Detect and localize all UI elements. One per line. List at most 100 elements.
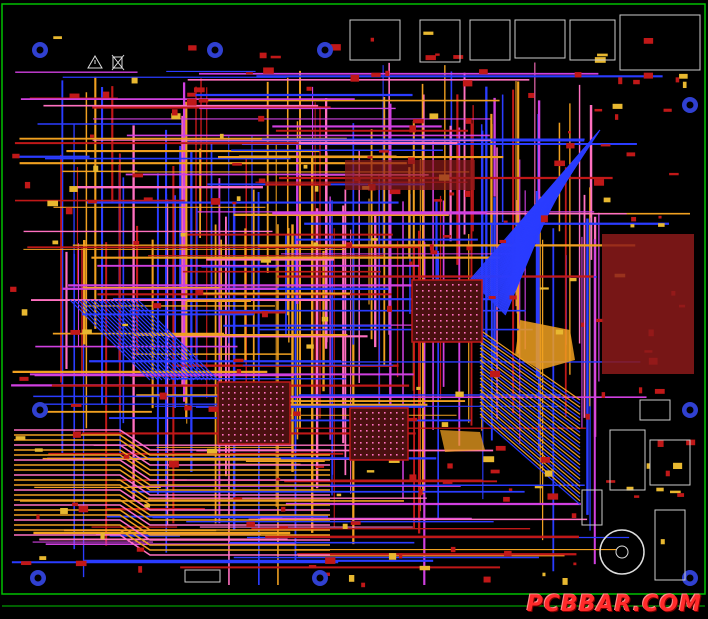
smd-component bbox=[34, 448, 43, 452]
smd-component bbox=[660, 539, 665, 545]
bga-ball bbox=[458, 338, 460, 340]
bga-ball bbox=[416, 290, 418, 292]
smd-component bbox=[65, 207, 73, 215]
smd-component bbox=[132, 173, 143, 178]
smd-component bbox=[19, 376, 29, 381]
bga-ball bbox=[390, 412, 392, 414]
bga-ball bbox=[402, 454, 404, 456]
bga-ball bbox=[270, 416, 272, 418]
bga-ball bbox=[228, 386, 230, 388]
diag-trace bbox=[479, 344, 581, 419]
bga-ball bbox=[354, 442, 356, 444]
bga-ball bbox=[446, 326, 448, 328]
board-outline bbox=[1, 3, 706, 595]
bga-ball bbox=[396, 442, 398, 444]
bga-ball bbox=[228, 410, 230, 412]
smd-component bbox=[594, 179, 605, 186]
bga-ball bbox=[234, 392, 236, 394]
bga-ball bbox=[240, 392, 242, 394]
bga-ball bbox=[360, 418, 362, 420]
bga-ball bbox=[258, 410, 260, 412]
bga-ball bbox=[396, 436, 398, 438]
bga-ball bbox=[396, 412, 398, 414]
smd-component bbox=[630, 224, 635, 228]
diag-trace bbox=[479, 416, 581, 505]
smd-component bbox=[219, 133, 224, 139]
bga-ball bbox=[440, 326, 442, 328]
smd-component bbox=[634, 495, 640, 498]
bga-ball bbox=[372, 430, 374, 432]
smd-component bbox=[208, 406, 218, 412]
component-outline bbox=[619, 14, 701, 71]
smd-component bbox=[260, 259, 272, 263]
smd-component bbox=[389, 189, 401, 195]
smd-component bbox=[409, 261, 413, 265]
smd-component bbox=[144, 504, 151, 508]
smd-component bbox=[464, 190, 471, 197]
bga-ball bbox=[458, 320, 460, 322]
diag-trace bbox=[77, 299, 159, 381]
bga-ball bbox=[434, 296, 436, 298]
bga-ball bbox=[228, 422, 230, 424]
bga-ball bbox=[446, 338, 448, 340]
diag-trace bbox=[69, 299, 151, 381]
bga-ball bbox=[246, 398, 248, 400]
diag-trace bbox=[85, 299, 167, 381]
bga-ball bbox=[270, 428, 272, 430]
smd-component bbox=[686, 439, 696, 446]
diag-trace bbox=[93, 299, 175, 381]
bga-ball bbox=[452, 302, 454, 304]
bga-ball bbox=[360, 436, 362, 438]
bga-ball bbox=[452, 296, 454, 298]
smd-component bbox=[503, 496, 510, 502]
diag-trace bbox=[479, 413, 581, 502]
bga-ball bbox=[458, 308, 460, 310]
bga-ball bbox=[416, 314, 418, 316]
smd-component bbox=[462, 80, 473, 87]
smd-component bbox=[136, 547, 145, 552]
bga-ball bbox=[366, 424, 368, 426]
diag-trace bbox=[479, 353, 581, 430]
diag-trace bbox=[479, 338, 581, 412]
bus-trace bbox=[14, 529, 330, 551]
bga-ball bbox=[276, 416, 278, 418]
bus-trace bbox=[14, 469, 330, 491]
smd-component bbox=[499, 239, 507, 244]
smd-component bbox=[425, 55, 436, 61]
diag-trace bbox=[479, 389, 581, 473]
smd-component bbox=[366, 470, 375, 473]
bga-ball bbox=[476, 326, 478, 328]
bga-ball bbox=[458, 296, 460, 298]
bga-ball bbox=[222, 416, 224, 418]
bga-ball bbox=[470, 314, 472, 316]
diag-trace bbox=[479, 392, 581, 477]
smd-component bbox=[258, 178, 266, 184]
smd-component bbox=[39, 556, 47, 560]
bga-ball bbox=[470, 284, 472, 286]
bga-ball bbox=[428, 302, 430, 304]
bga-ball bbox=[252, 416, 254, 418]
bga-ball bbox=[452, 320, 454, 322]
bga-ball bbox=[416, 320, 418, 322]
smd-component bbox=[573, 562, 577, 566]
smd-component bbox=[70, 329, 81, 335]
bga-ball bbox=[476, 302, 478, 304]
bga-ball bbox=[384, 418, 386, 420]
diag-trace bbox=[479, 386, 581, 469]
bga-ball bbox=[240, 398, 242, 400]
bga-ball bbox=[422, 326, 424, 328]
copper-pour-top-mid bbox=[345, 160, 475, 190]
bga-ball bbox=[246, 422, 248, 424]
smd-component bbox=[378, 150, 390, 153]
bus-trace bbox=[14, 514, 330, 536]
bga-ball bbox=[246, 440, 248, 442]
smd-component bbox=[314, 185, 319, 192]
bga-ball bbox=[402, 436, 404, 438]
bga-ball bbox=[446, 284, 448, 286]
bga-ball bbox=[270, 404, 272, 406]
smd-component bbox=[654, 388, 665, 394]
smd-component bbox=[682, 81, 687, 89]
smd-component bbox=[406, 417, 418, 422]
component-outline bbox=[654, 509, 686, 581]
mounting-hole-center bbox=[686, 101, 694, 109]
